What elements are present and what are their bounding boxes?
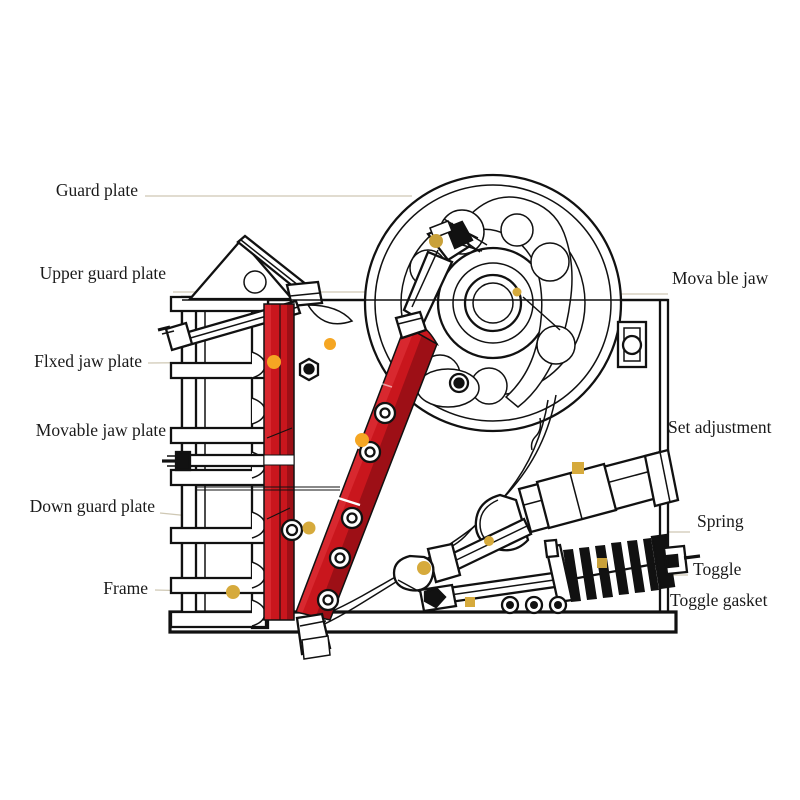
label-movable-jaw-plate: Movable jaw plate [36, 420, 166, 440]
label-upper-guard-plate: Upper guard plate [40, 263, 167, 283]
eccentric-hub [436, 246, 550, 360]
marker-pitman-link [484, 536, 494, 546]
label-toggle: Toggle [693, 559, 742, 579]
loose-hardware [280, 304, 354, 542]
marker-hub [512, 287, 522, 297]
marker-frame [226, 585, 240, 599]
marker-fixed-jaw [267, 355, 281, 369]
marker-toggle-seat [465, 597, 475, 607]
marker-upper-guard [324, 338, 336, 350]
marker-spring-nut [597, 558, 607, 568]
marker-down-guard [302, 521, 316, 535]
marker-toggle-pivot [417, 561, 431, 575]
label-movable-jaw: Mova ble jaw [672, 268, 769, 288]
callout-markers [226, 234, 607, 607]
label-fixed-jaw-plate: Flxed jaw plate [34, 351, 142, 371]
centre-line [182, 299, 668, 491]
label-down-guard-plate: Down guard plate [30, 496, 156, 516]
marker-set-adjust [572, 462, 584, 474]
set-adjustment-block [474, 448, 680, 552]
pitman-arm-upper [394, 220, 483, 340]
base-bolt-holes [500, 595, 568, 615]
label-set-adjustment: Set adjustment [668, 417, 772, 437]
upper-guard-triangle [187, 234, 324, 308]
label-guard-plate: Guard plate [56, 180, 138, 200]
frame-inner-arc [299, 394, 557, 636]
label-texts: Guard plate Upper guard plate Flxed jaw … [30, 180, 772, 610]
movable-jaw-plate-part [294, 322, 439, 621]
spring-coil-part [543, 533, 701, 604]
bearing-window [616, 320, 648, 369]
discharge-shoe [295, 612, 332, 660]
marker-eccentric [429, 234, 443, 248]
movable-jaw-bolts [316, 401, 397, 612]
label-spring: Spring [697, 511, 744, 531]
toggle-plate [392, 517, 564, 613]
marker-movable-jaw-mid [355, 433, 369, 447]
label-toggle-gasket: Toggle gasket [670, 590, 768, 610]
label-frame: Frame [103, 578, 148, 598]
fixed-jaw-plate-part [263, 303, 295, 621]
